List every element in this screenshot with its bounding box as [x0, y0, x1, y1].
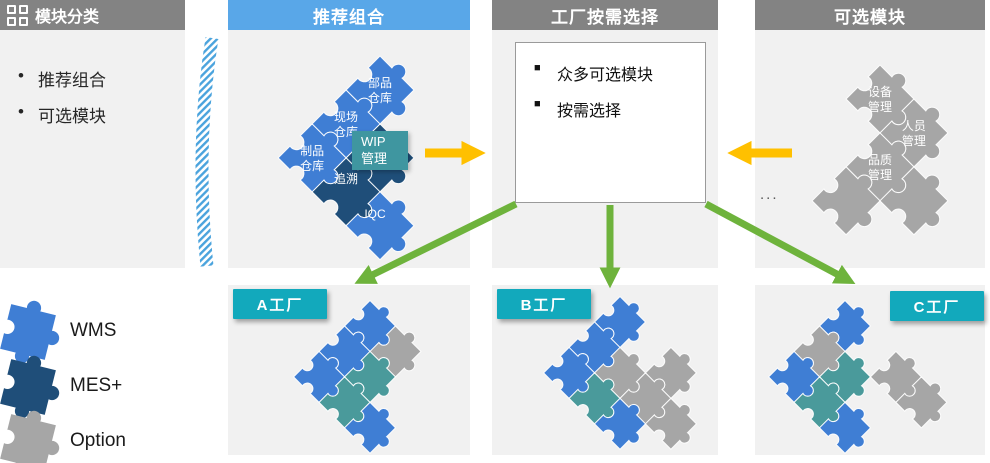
selection-box-item: 众多可选模块 [534, 61, 705, 85]
left-panel-title: 模块分类 [35, 9, 100, 26]
left-bullet-list: 推荐组合 可选模块 [14, 66, 106, 138]
badge-factory-b: B工厂 [497, 289, 591, 319]
column-header-recommended: 推荐组合 [228, 0, 470, 30]
bullet-item: 可选模块 [14, 102, 106, 127]
legend-piece-mes+ [0, 355, 60, 419]
legend-label-wms: WMS [70, 320, 117, 341]
selection-box-item: 按需选择 [534, 97, 705, 121]
column-body-optional [755, 30, 985, 268]
column-header-optional: 可选模块 [755, 0, 985, 30]
column-header-factory: 工厂按需选择 [492, 0, 718, 30]
bullet-item: 推荐组合 [14, 66, 106, 91]
grid-icon [7, 4, 28, 26]
legend-piece-option [0, 410, 60, 463]
legend-label-option: Option [70, 430, 126, 451]
badge-factory-c: C工厂 [890, 291, 984, 321]
wip-management-box: WIP 管理 [352, 131, 408, 170]
ellipsis-text: ... [760, 186, 779, 203]
legend-piece-wms [0, 300, 60, 364]
divider-hatch [195, 36, 219, 267]
left-panel-header: 模块分类 [0, 0, 185, 30]
legend-label-mes: MES+ [70, 375, 123, 396]
badge-factory-a: A工厂 [233, 289, 327, 319]
column-body-recommended [228, 30, 470, 268]
selection-box: 众多可选模块 按需选择 [515, 42, 706, 203]
